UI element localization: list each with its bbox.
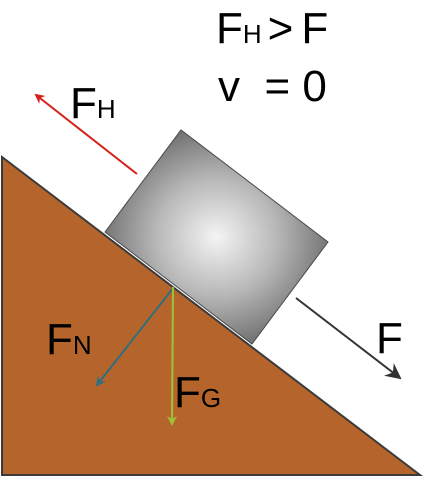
condition-text: FH>F	[216, 4, 328, 53]
velocity-text: v = 0	[218, 62, 327, 111]
fh-label: FH	[70, 79, 116, 128]
block	[104, 129, 329, 345]
f-label: F	[376, 314, 403, 363]
inclined-plane	[0, 154, 423, 476]
f-arrow	[295, 297, 402, 380]
fg-label: FG	[174, 368, 221, 417]
fn-arrow	[95, 286, 175, 387]
fn-label: FN	[46, 315, 92, 364]
fh-arrow	[34, 93, 138, 175]
fg-arrow	[167, 286, 178, 426]
